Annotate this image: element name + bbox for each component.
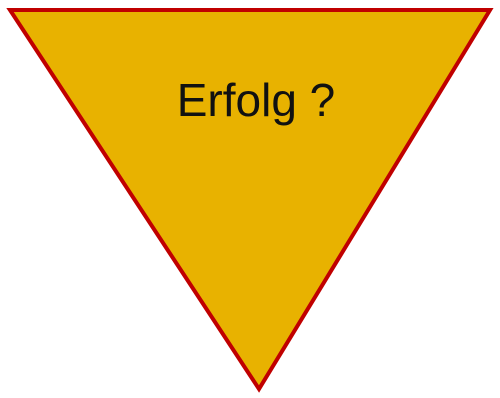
triangle-label: Erfolg ?: [177, 74, 336, 126]
warning-triangle: [6, 8, 494, 393]
